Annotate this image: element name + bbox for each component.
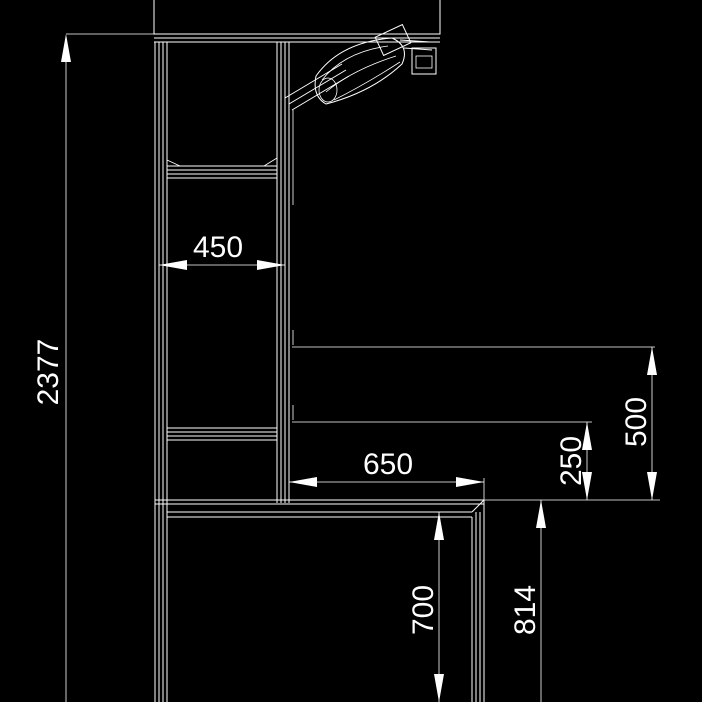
upper-gap-label: 500 (620, 397, 653, 447)
dimension-worktop-height: 814 (509, 500, 546, 702)
worktop (155, 499, 485, 518)
dimension-lower-gap: 250 (292, 421, 592, 500)
worktop-height-label: 814 (509, 585, 542, 635)
left-upright (154, 42, 168, 702)
shelf-width-label: 450 (193, 231, 243, 264)
lower-shelf (167, 427, 277, 441)
lower-gap-label: 250 (555, 436, 588, 486)
upper-shelf (166, 157, 278, 179)
lamp-arm (284, 63, 350, 111)
lamp-head-icon (314, 23, 437, 105)
dimension-upper-gap: 500 (292, 346, 660, 501)
table-front-leg (471, 512, 485, 702)
total-height-label: 2377 (32, 339, 65, 406)
worktop-depth-label: 650 (363, 448, 413, 481)
dimension-table-height: 700 (407, 512, 444, 702)
table-height-label: 700 (407, 585, 440, 635)
dimension-worktop-depth: 650 (289, 448, 485, 500)
dimension-shelf-width: 450 (159, 231, 285, 270)
top-header (153, 0, 441, 43)
dimension-total-height: 2377 (32, 33, 154, 702)
middle-upright (276, 42, 294, 503)
